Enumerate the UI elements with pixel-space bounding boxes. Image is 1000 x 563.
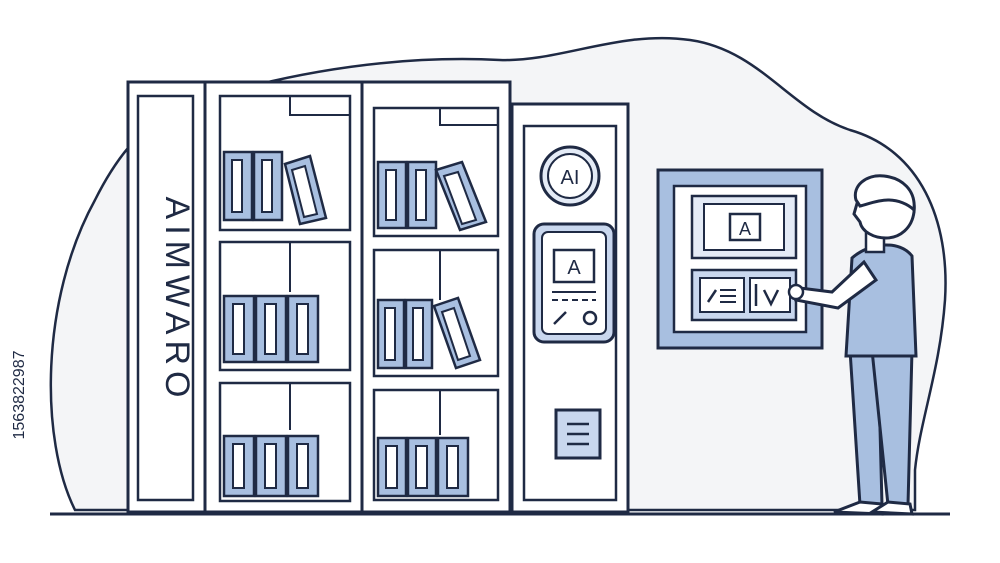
kiosk-screen-letter: A	[567, 257, 581, 279]
cabinet-side-panel	[126, 80, 207, 514]
stock-id-label: 1563822987	[11, 350, 28, 439]
person-figure	[787, 174, 918, 516]
side-label-text: AIMWARO	[158, 197, 196, 404]
books-row-1-left	[222, 150, 328, 226]
wall-screen-letter: A	[739, 219, 751, 239]
books-row-1-right	[376, 160, 488, 232]
books-row-2-right	[376, 296, 482, 370]
books-row-3-right	[376, 436, 470, 498]
books-row-2-left	[222, 294, 320, 364]
ai-kiosk	[510, 102, 630, 514]
books-row-3-left	[222, 434, 320, 498]
stock-id-text: 1563822987	[11, 350, 28, 439]
wall-screen[interactable]	[656, 168, 824, 350]
kiosk-badge-label: AI	[561, 167, 580, 189]
